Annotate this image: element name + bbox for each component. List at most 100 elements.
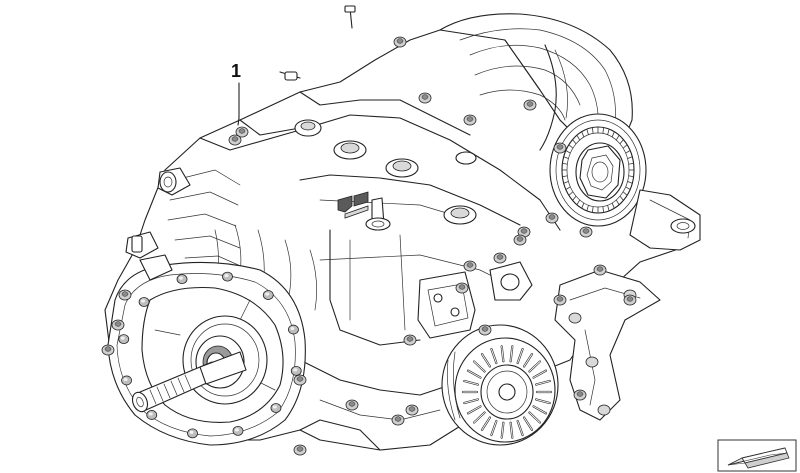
pulley-slot-inner <box>490 420 497 436</box>
pulley-slot-inner <box>510 345 513 362</box>
pulley-slot-inner <box>533 405 547 414</box>
flange-bolt-highlight <box>141 299 146 303</box>
housing-bolt-head <box>114 321 122 327</box>
housing-bolt-head <box>516 236 524 242</box>
pulley-slot-inner <box>463 398 479 404</box>
flange-tooth <box>607 129 610 135</box>
housing-bolt-head <box>408 406 416 412</box>
housing-bolt-head <box>556 296 564 302</box>
flange-bolt-highlight <box>148 412 153 416</box>
flange-tooth <box>563 181 569 184</box>
flange-bolt-highlight <box>293 368 298 372</box>
housing-bolt-head <box>548 214 556 220</box>
flange-tooth <box>565 186 571 190</box>
part-callout-1: 1 <box>231 61 242 81</box>
flange-tooth <box>627 181 633 184</box>
housing-bolt-head <box>481 326 489 332</box>
housing-bolt-head <box>104 346 112 352</box>
flange-bolt-highlight <box>189 430 194 435</box>
pulley-slot-inner <box>463 380 479 386</box>
side-fittings <box>125 167 191 281</box>
pulley-slot-inner <box>473 361 485 372</box>
pulley-wheel <box>441 324 559 446</box>
flange-tooth <box>591 127 594 134</box>
flange-tooth <box>602 127 605 134</box>
support-arm <box>554 269 661 421</box>
flange-bolt-highlight <box>179 276 184 280</box>
output-flange <box>549 113 647 227</box>
flange-tooth <box>627 156 633 159</box>
pulley-slot-inner <box>490 348 497 364</box>
flange-tooth <box>576 135 581 141</box>
housing-bolt-head <box>556 144 564 150</box>
flange-tooth <box>568 144 574 149</box>
pulley-slot-inner <box>523 417 533 431</box>
pulley-slot-inner <box>535 380 551 386</box>
housing-bolt-head <box>466 116 474 122</box>
flange-tooth <box>586 129 589 135</box>
flange-tooth <box>615 199 620 205</box>
housing-bolt-head <box>576 391 584 397</box>
housing-bolt-head <box>238 128 246 134</box>
flange-spline-teeth <box>562 127 634 213</box>
flange-bolt-highlight <box>224 273 229 278</box>
flange-tooth <box>615 135 620 141</box>
pulley-slot-inner <box>481 353 491 367</box>
flange-tooth <box>611 131 615 138</box>
flange-tooth <box>576 199 581 205</box>
flange-tooth <box>581 202 585 209</box>
housing-bolt-head <box>520 228 528 234</box>
flange-tooth <box>607 205 610 211</box>
flange-tooth <box>625 150 631 154</box>
flange-tooth <box>572 195 577 201</box>
housing-bolt-head <box>296 446 304 452</box>
flange-tooth <box>602 206 605 213</box>
pulley-slot-inner <box>481 417 491 431</box>
flange-tooth <box>563 156 569 159</box>
flange-tooth <box>625 186 631 190</box>
flange-tooth <box>591 206 594 213</box>
pulley-slot-inner <box>535 398 551 404</box>
flange-tooth <box>562 175 568 178</box>
housing-bolt-head <box>496 254 504 260</box>
pulley-slots <box>461 345 553 439</box>
housing-bolt-head <box>406 336 414 342</box>
housing-bolt-head <box>526 101 534 107</box>
housing-bolt-head <box>231 136 239 142</box>
flange-tooth <box>572 139 577 145</box>
pulley-slot-inner <box>467 405 481 414</box>
pulley-slot-inner <box>501 345 504 362</box>
pulley-slot-inner <box>473 412 485 423</box>
flange-tooth <box>586 205 589 211</box>
housing-bolt-head <box>296 376 304 382</box>
housing-bolt-head <box>394 416 402 422</box>
housing-bolts <box>101 36 637 456</box>
housing-bolt-head <box>458 284 466 290</box>
mount-bracket <box>629 189 701 251</box>
pulley-slot-inner <box>510 422 513 439</box>
pulley-slot-inner <box>501 422 504 439</box>
callout-leader <box>237 82 240 126</box>
breather-fittings <box>279 5 391 231</box>
flange-tooth <box>565 150 571 154</box>
flange-tooth <box>619 195 624 201</box>
housing-bolt-head <box>348 401 356 407</box>
flange-bolts <box>118 271 302 439</box>
flange-tooth <box>562 162 568 165</box>
pulley-slot-inner <box>517 420 524 436</box>
flange-tooth <box>568 191 574 196</box>
housing-bolt-head <box>582 228 590 234</box>
flange-bolt-highlight <box>290 326 295 331</box>
flange-bolt-highlight <box>265 292 270 296</box>
flange-bolt-highlight <box>234 428 239 432</box>
housing-bolt-head <box>466 262 474 268</box>
pulley-slot-inner <box>523 353 533 367</box>
flange-tooth <box>622 144 628 149</box>
pulley-slot-inner <box>467 370 481 379</box>
top-plugs <box>294 119 477 225</box>
pulley-slot-inner <box>517 348 524 364</box>
housing-bolt-head <box>596 266 604 272</box>
housing-bolt-head <box>121 291 129 297</box>
flange-tooth <box>628 175 634 178</box>
